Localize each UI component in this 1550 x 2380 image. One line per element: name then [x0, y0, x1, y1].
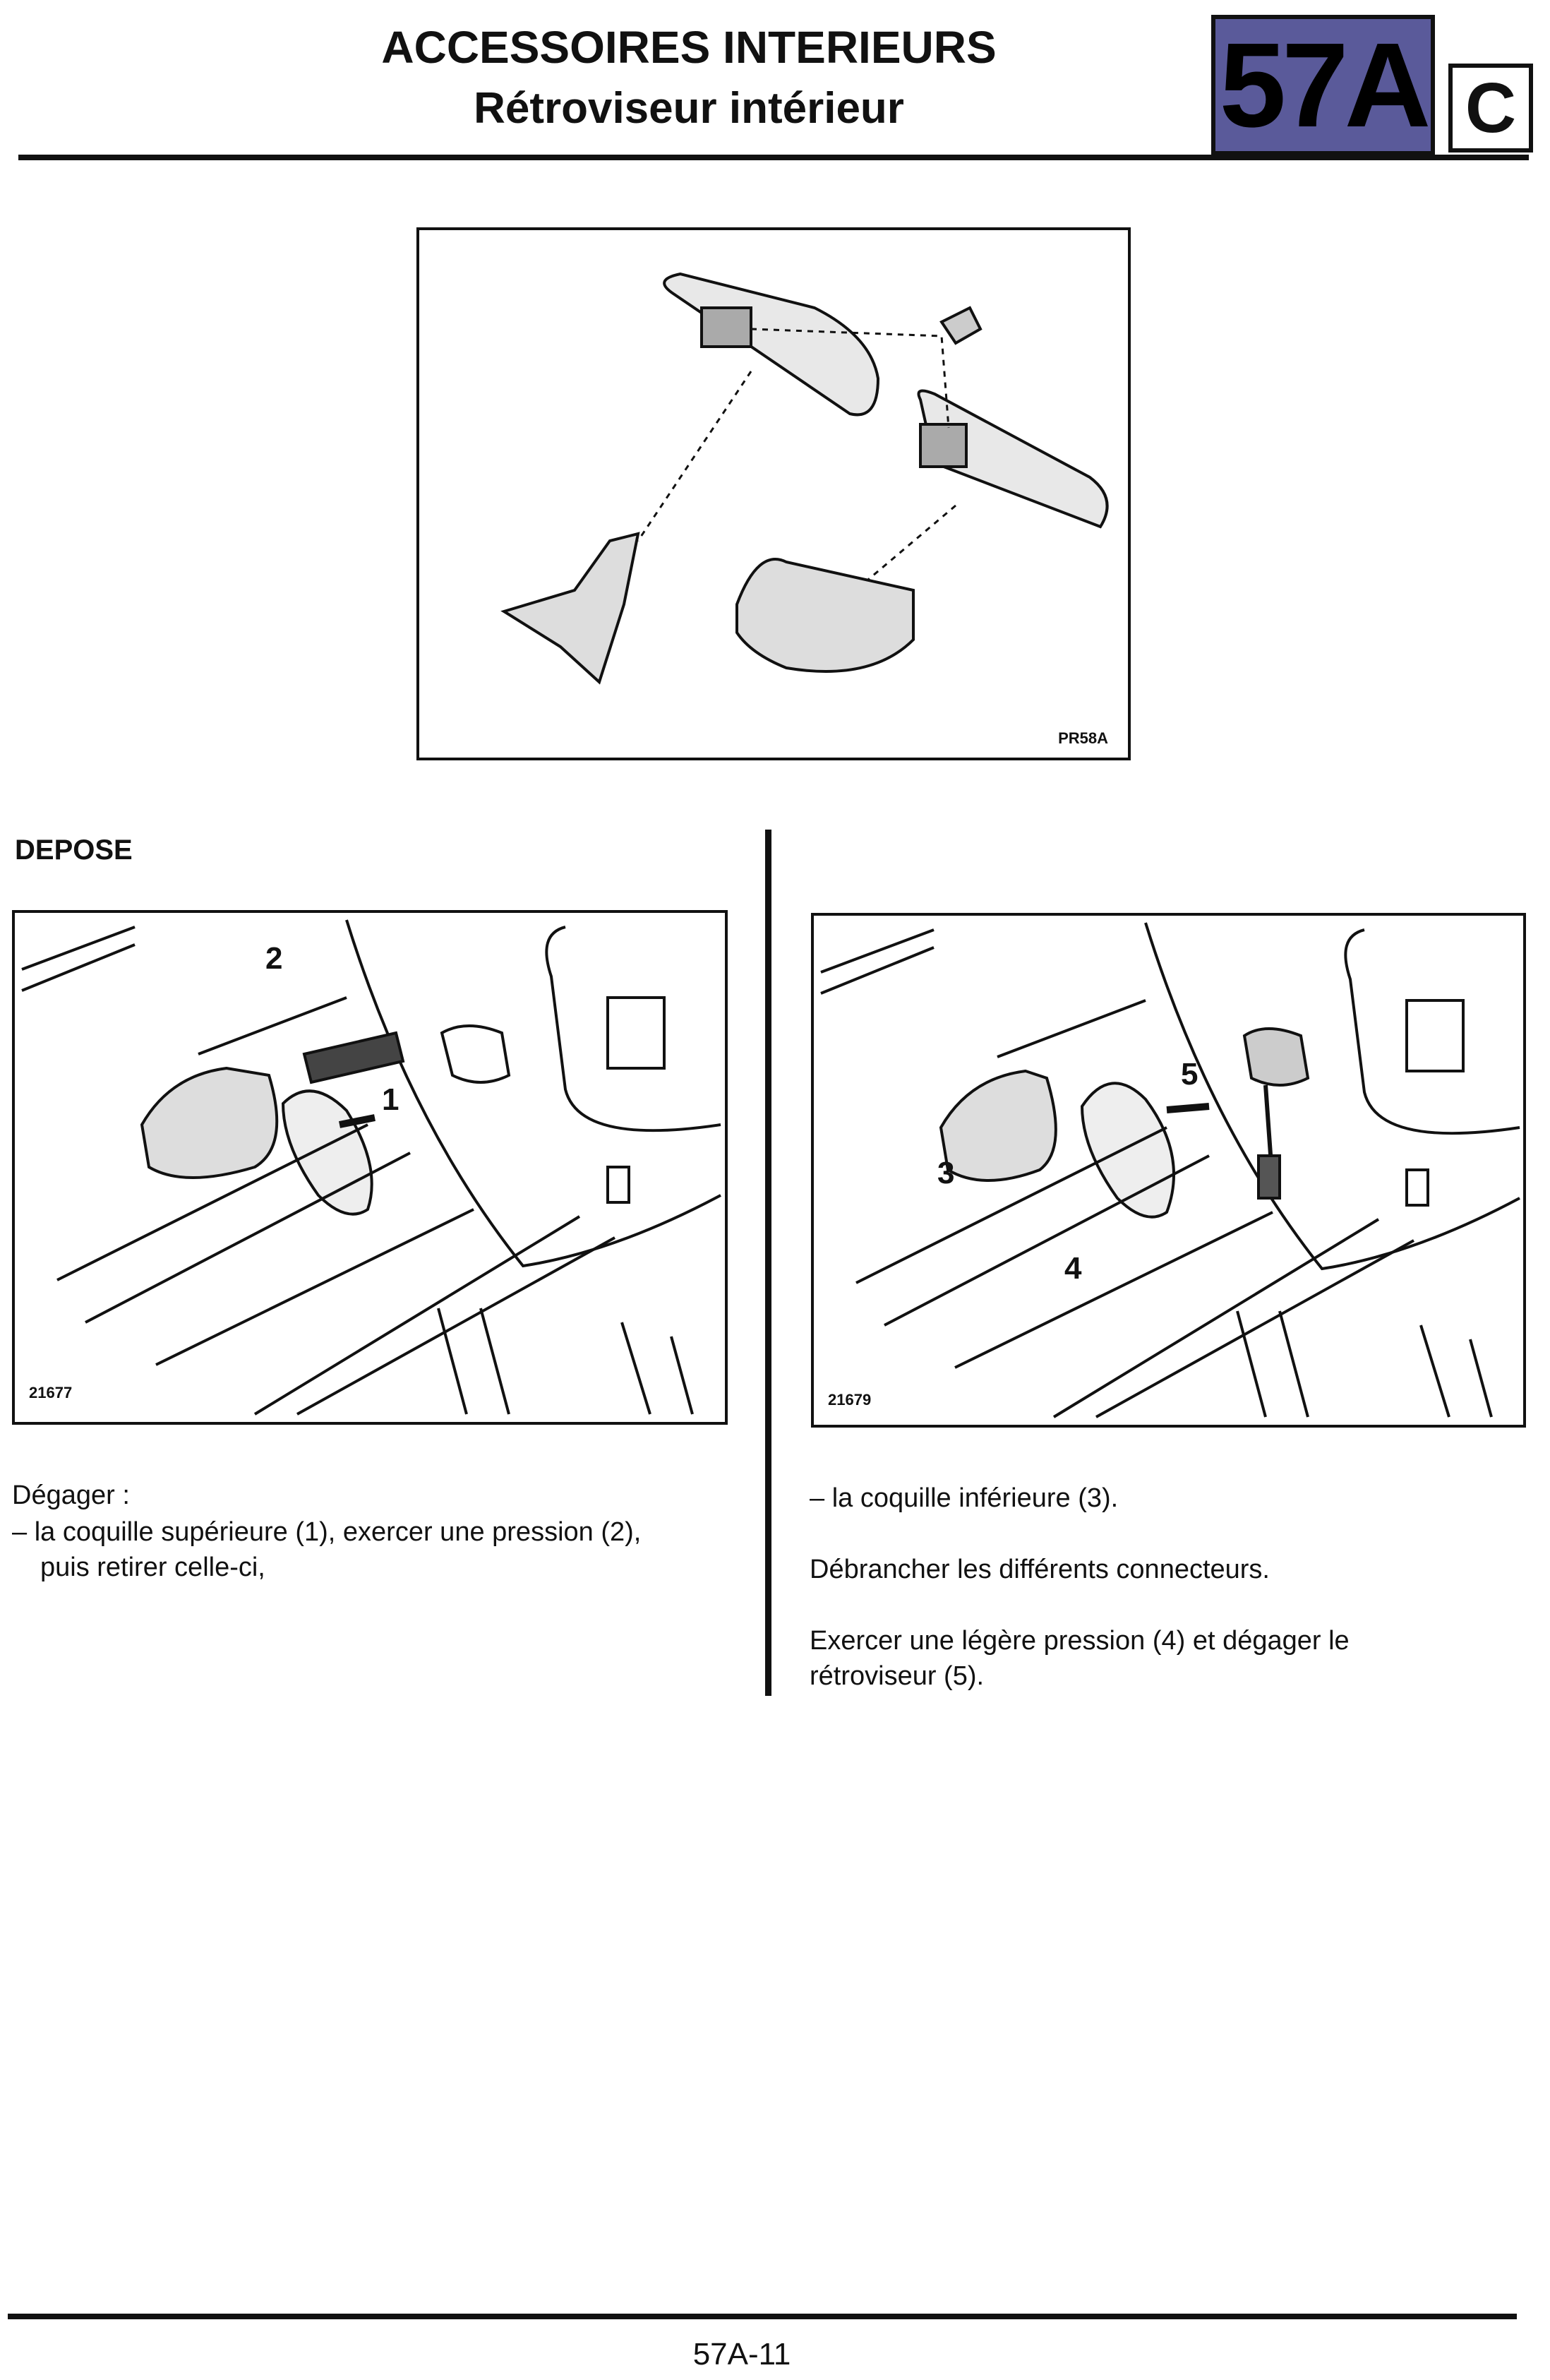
lower-shell-illustration — [820, 922, 1520, 1418]
column-divider — [765, 830, 771, 1696]
right-paragraph-2-line2: rétroviseur (5). — [810, 1661, 985, 1691]
left-item-line2: puis retirer celle-ci, — [40, 1553, 265, 1582]
left-intro: Dégager : — [12, 1481, 130, 1510]
page-number: 57A-11 — [692, 2337, 791, 2372]
callout-1: 1 — [382, 1082, 399, 1117]
right-paragraph-2-line1: Exercer une légère pression (4) et dégag… — [810, 1626, 1350, 1656]
page-title: ACCESSOIRES INTERIEURS — [381, 22, 997, 73]
figure-upper-shell-removal: 2 1 21677 — [12, 910, 728, 1425]
callout-5: 5 — [1181, 1057, 1198, 1092]
callout-2: 2 — [265, 941, 283, 976]
header-rule — [18, 155, 1529, 160]
right-item: – la coquille inférieure (3). — [810, 1483, 1119, 1513]
upper-shell-illustration — [21, 919, 721, 1416]
figure-ref: 21679 — [828, 1391, 872, 1409]
page-subtitle: Rétroviseur intérieur — [474, 84, 904, 133]
section-heading: DEPOSE — [15, 835, 133, 866]
footer-rule — [8, 2314, 1517, 2319]
figure-lower-shell-removal: 5 3 4 21679 — [811, 913, 1526, 1428]
left-item-line1: – la coquille supérieure (1), exercer un… — [12, 1517, 642, 1547]
mirror-exploded-illustration — [500, 272, 1109, 685]
callout-4: 4 — [1064, 1251, 1082, 1286]
figure-ref: PR58A — [1058, 729, 1108, 747]
variant-code-badge: C — [1448, 64, 1533, 153]
section-code-badge: 57A — [1211, 15, 1435, 155]
figure-mirror-exploded: PR58A — [416, 227, 1131, 760]
right-paragraph-1: Débrancher les différents connecteurs. — [810, 1555, 1270, 1584]
figure-ref: 21677 — [29, 1384, 73, 1401]
callout-3: 3 — [937, 1156, 955, 1190]
